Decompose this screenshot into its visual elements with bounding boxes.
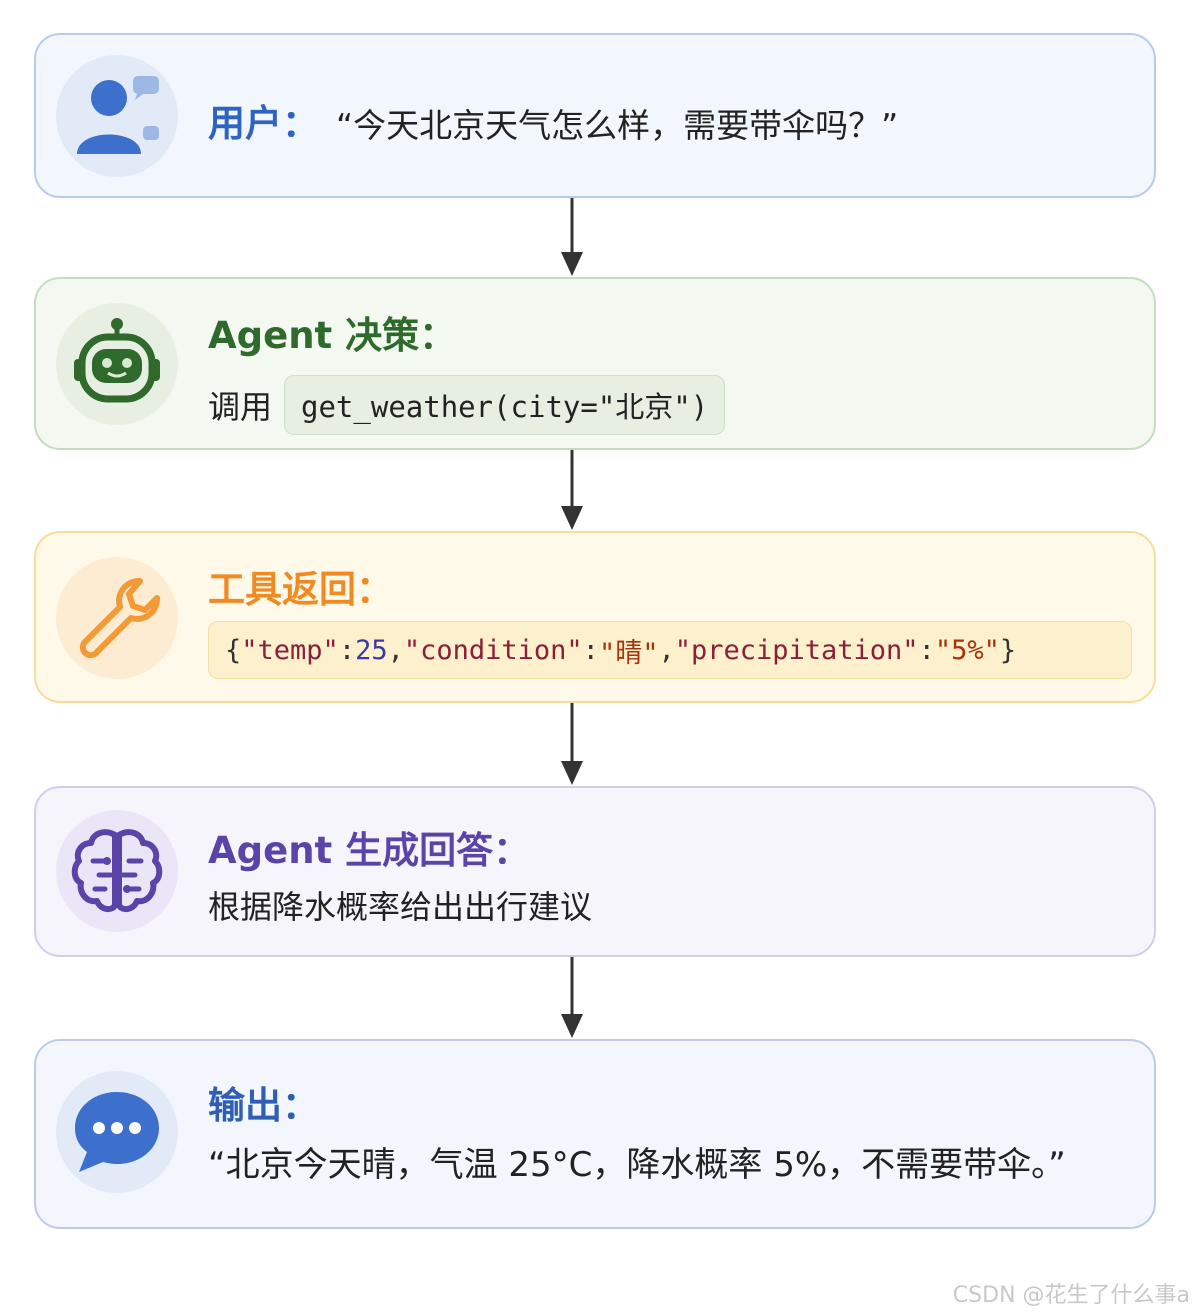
step-tool-return-title: 工具返回： <box>208 568 393 611</box>
step-agent-generate-card: Agent 生成回答： 根据降水概率给出出行建议 <box>34 786 1156 957</box>
function-call-code: get_weather(city="北京") <box>284 375 726 435</box>
json-key-condition: "condition" <box>403 634 583 666</box>
call-prefix-label: 调用 <box>208 388 273 426</box>
step-tool-return-card: 工具返回： {"temp": 25, "condition": "晴", "pr… <box>34 531 1156 703</box>
wrench-icon <box>56 557 178 679</box>
step-agent-decision-title: Agent 决策： <box>208 314 457 357</box>
tool-json-result: {"temp": 25, "condition": "晴", "precipit… <box>208 621 1132 679</box>
json-comma: , <box>658 634 675 666</box>
chat-bubble-icon <box>56 1071 178 1193</box>
user-question-text: “今天北京天气怎么样，需要带伞吗？” <box>336 106 899 145</box>
step-agent-decision-card: Agent 决策： 调用 get_weather(city="北京") <box>34 277 1156 450</box>
json-key-temp: "temp" <box>241 634 339 666</box>
generate-description-text: 根据降水概率给出出行建议 <box>208 888 593 926</box>
step-user-title: 用户： <box>208 102 319 145</box>
json-close-brace: } <box>999 634 1017 666</box>
step-agent-generate-title: Agent 生成回答： <box>208 829 531 872</box>
json-colon: : <box>918 634 935 666</box>
robot-icon <box>56 303 178 425</box>
flow-arrow-2 <box>561 450 583 530</box>
brain-icon <box>56 810 178 932</box>
json-colon: : <box>338 634 356 666</box>
json-value-precipitation: "5%" <box>934 634 1000 666</box>
flow-arrow-1 <box>561 198 583 276</box>
json-open-brace: { <box>225 634 242 666</box>
watermark: CSDN @花生了什么事a <box>952 1283 1190 1308</box>
flow-arrow-3 <box>561 703 583 785</box>
json-comma: , <box>387 634 404 666</box>
json-colon: : <box>582 634 599 666</box>
agent-call-line: 调用 get_weather(city="北京") <box>208 375 726 435</box>
step-output-title: 输出： <box>208 1084 319 1127</box>
json-value-condition: "晴" <box>598 637 659 669</box>
json-value-temp: 25 <box>355 634 388 666</box>
json-key-precipitation: "precipitation" <box>674 634 919 666</box>
final-answer-text: “北京今天晴，气温 25°C，降水概率 5%，不需要带伞。” <box>208 1145 1066 1185</box>
user-chat-icon <box>56 55 178 177</box>
step-output-card: 输出： “北京今天晴，气温 25°C，降水概率 5%，不需要带伞。” <box>34 1039 1156 1229</box>
flow-arrow-4 <box>561 957 583 1038</box>
step-user-card: 用户： “今天北京天气怎么样，需要带伞吗？” <box>34 33 1156 198</box>
